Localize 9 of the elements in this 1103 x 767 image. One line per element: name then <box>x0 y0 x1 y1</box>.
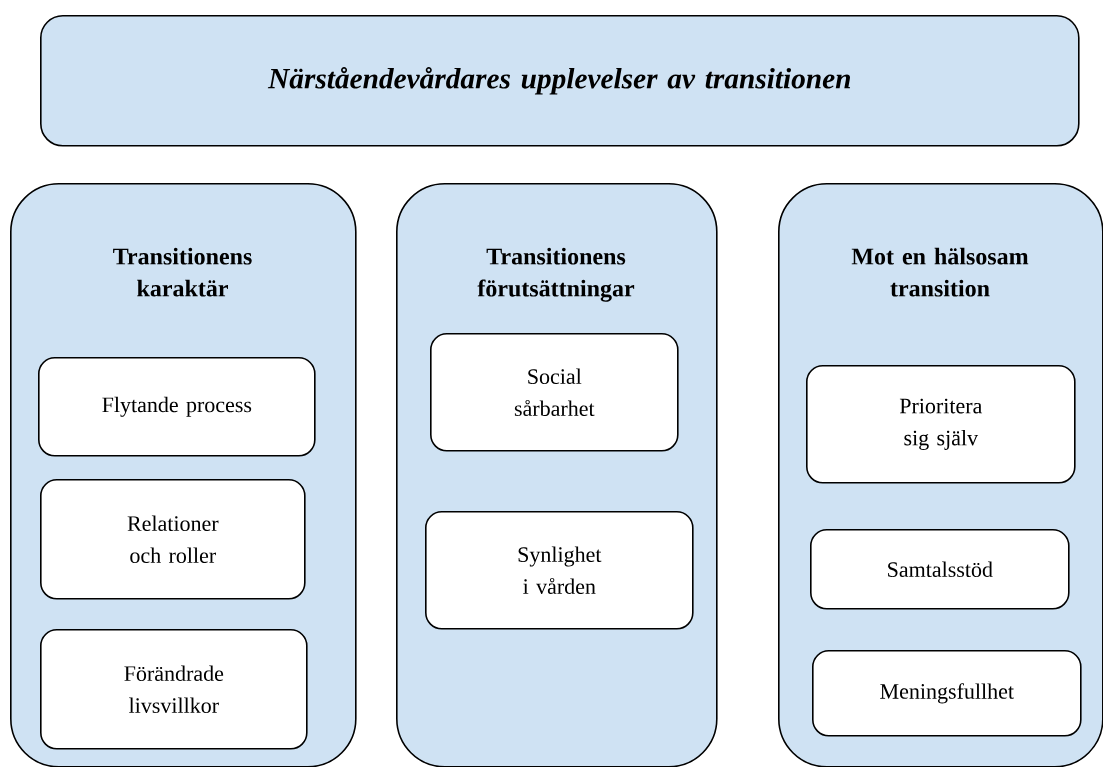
theme-box: Förändrade livsvillkor <box>40 629 308 750</box>
theme-box: Prioritera sig själv <box>806 365 1076 484</box>
theme-box: Flytande process <box>38 357 316 457</box>
theme-box: Social sårbarhet <box>430 333 679 452</box>
theme-box: Samtalsstöd <box>810 529 1070 610</box>
theme-box: Synlighet i vården <box>425 511 694 630</box>
theme-box: Meningsfullhet <box>812 650 1082 737</box>
title-box: Närståendevårdares upplevelser av transitionen <box>40 15 1080 147</box>
theme-box: Relationer och roller <box>40 479 306 600</box>
